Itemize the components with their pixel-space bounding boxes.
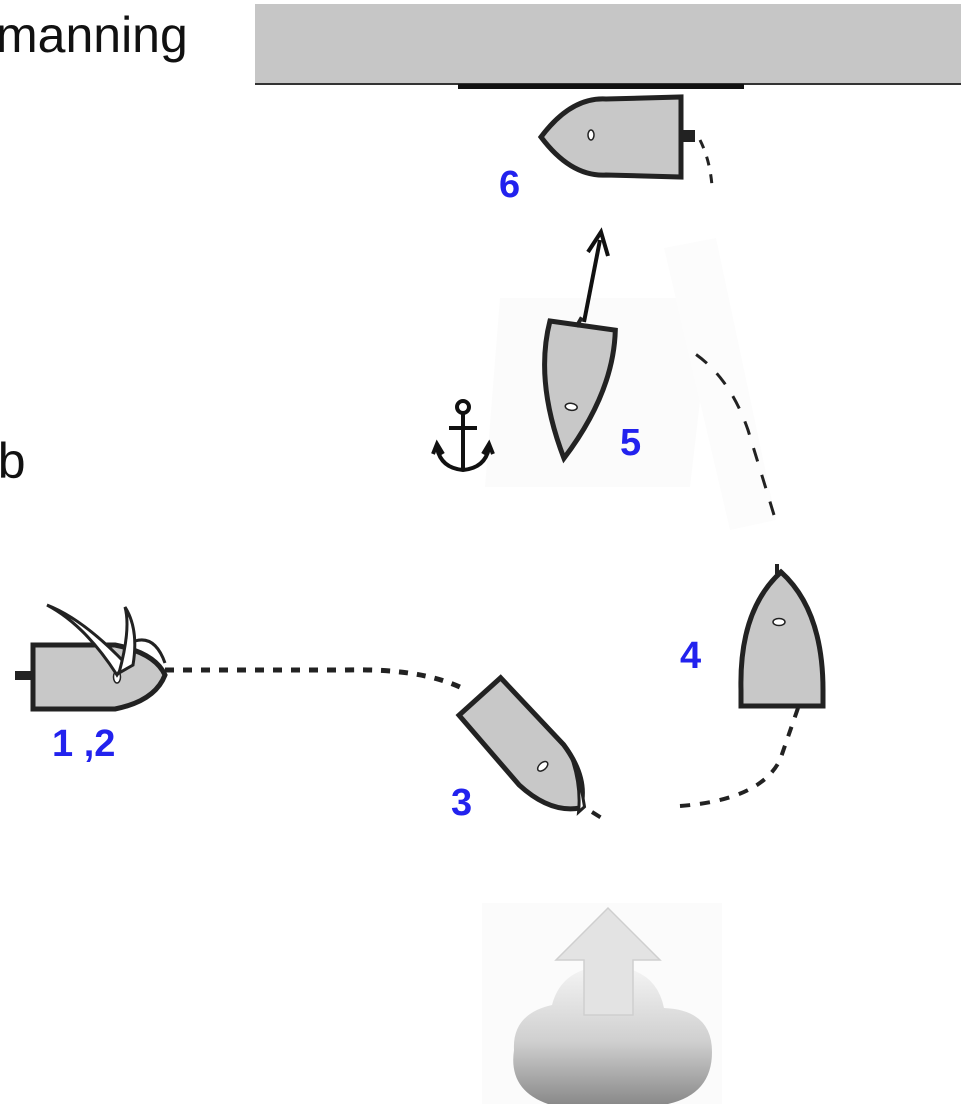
course-line-4-5: [685, 346, 776, 516]
position-label-4: 4: [680, 635, 701, 677]
course-line-6: [698, 139, 714, 187]
course-line-3-4: [590, 707, 800, 824]
position-label-1-2: 1 ,2: [52, 723, 115, 765]
boat-6: [537, 94, 695, 180]
course-line-1-3: [165, 667, 464, 691]
boat-4: [738, 564, 826, 709]
heading-arrow: [582, 227, 610, 323]
faint-panel: [664, 238, 776, 530]
boat-3: [455, 674, 587, 816]
boat-5: [542, 316, 618, 464]
position-label-3: 3: [451, 782, 472, 824]
pier: [255, 4, 961, 89]
wind-cloud-icon: [513, 906, 712, 1104]
anchor-icon: [431, 399, 495, 473]
fragment-text-left: eb: [0, 433, 26, 489]
position-label-6: 6: [499, 164, 520, 206]
fragment-text-top: manning: [0, 7, 188, 63]
position-label-5: 5: [620, 422, 641, 464]
boat-1-2: [15, 603, 168, 712]
